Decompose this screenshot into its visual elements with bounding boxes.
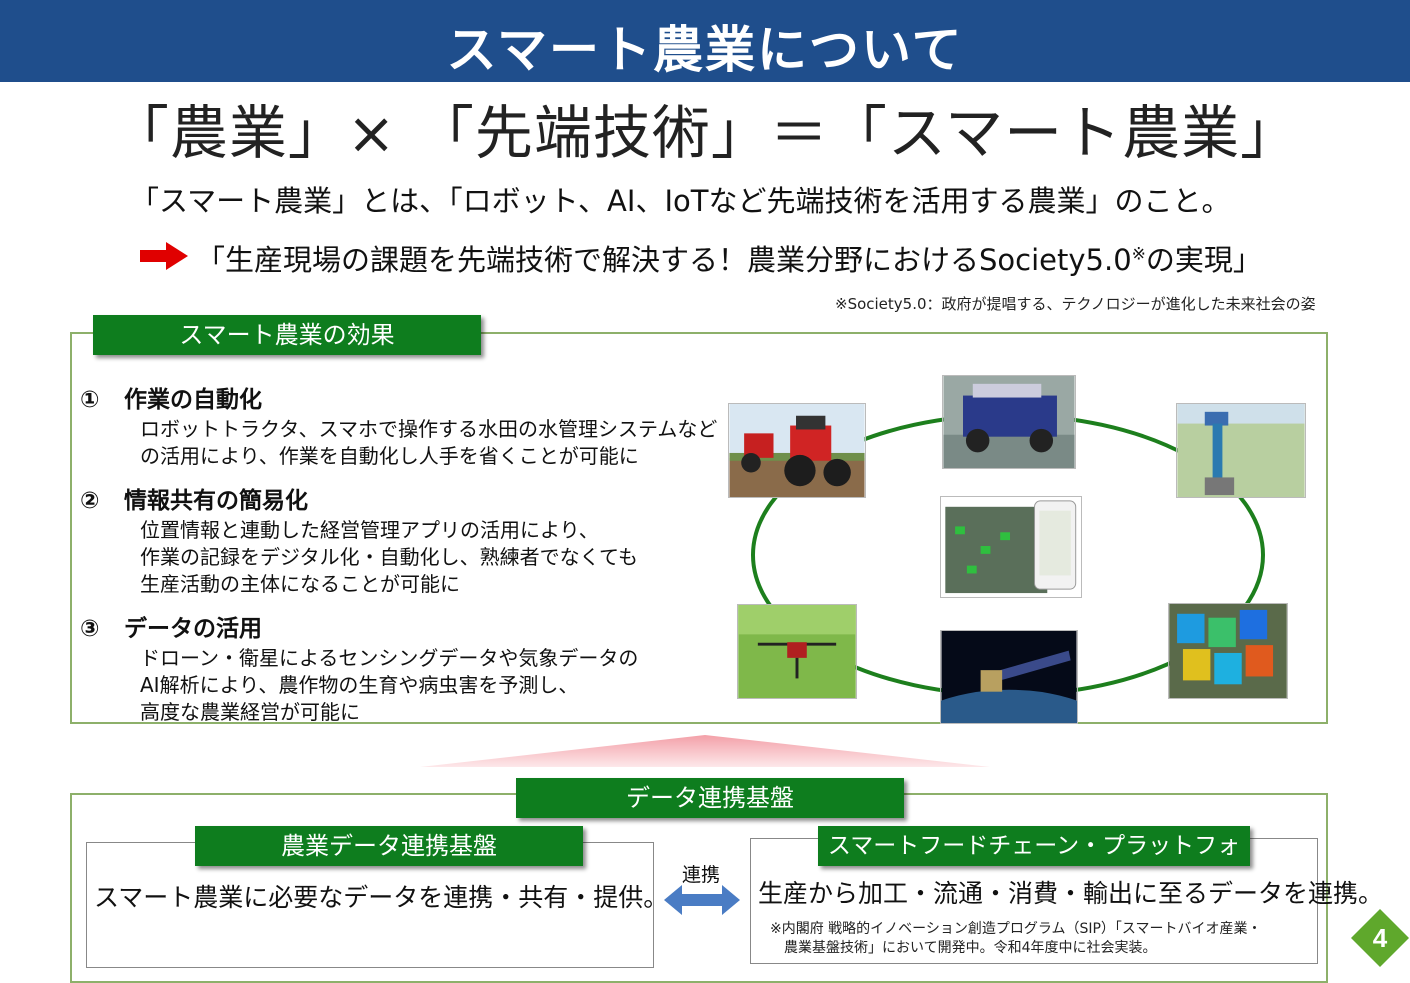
goal-statement: 「生産現場の課題を先端技術で解決する！農業分野におけるSociety5.0※の実…: [196, 237, 1262, 279]
food-chain-label: スマートフードチェーン・プラットフォーム: [818, 826, 1250, 899]
page-title: スマート農業について: [446, 21, 964, 79]
effect-line: ドローン・衛星によるセンシングデータや気象データの: [140, 646, 639, 670]
effect-item: ② 情報共有の簡易化 位置情報と連動した経営管理アプリの活用により、 作業の記録を…: [80, 481, 638, 598]
sip-footnote-line: ※内閣府 戦略的イノベーション創造プログラム（SIP）「スマートバイオ産業・: [770, 921, 1262, 937]
effect-item: ③ データの活用 ドローン・衛星によるセンシングデータや気象データの AI解析によ…: [80, 609, 638, 726]
definition-text: 「スマート農業」とは、「ロボット、AI、IoTなど先端技術を活用する農業」のこと…: [130, 184, 1231, 218]
agri-data-label: 農業データ連携基盤: [195, 826, 583, 866]
effect-line: 位置情報と連動した経営管理アプリの活用により、: [140, 518, 599, 542]
effect-line: 高度な農業経営が可能に: [140, 700, 360, 724]
page-number-badge: 4: [1351, 909, 1409, 967]
goal-text-end: の実現」: [1145, 243, 1262, 277]
effect-line: ロボットトラクタ、スマホで操作する水田の水管理システムなど: [140, 417, 718, 441]
water-sensor-photo: [1176, 403, 1306, 498]
link-label: 連携: [682, 864, 721, 886]
goal-footnote-mark: ※: [1131, 244, 1146, 265]
effect-line: の活用により、作業を自動化し人手を省くことが可能に: [140, 444, 639, 468]
header-bar: [0, 0, 1410, 82]
sensing-map-photo: [1168, 603, 1288, 699]
effect-line: AI解析により、農作物の生育や病虫害を予測し、: [140, 673, 579, 697]
effects-label: スマート農業の効果: [93, 315, 481, 355]
rice-transplanter-photo: [942, 375, 1076, 469]
equation-heading: 「農業」× 「先端技術」＝「スマート農業」: [110, 99, 1300, 167]
effects-panel: [70, 332, 1328, 724]
management-app-photo: [940, 496, 1082, 598]
food-chain-text: 生産から加工・流通・消費・輸出に至るデータを連携。: [758, 879, 1384, 908]
robot-tractor-photo: [728, 403, 866, 498]
agri-data-text: スマート農業に必要なデータを連携・共有・提供。: [94, 883, 669, 912]
effect-title: データの活用: [124, 616, 262, 642]
upward-triangle: [420, 735, 990, 767]
effect-line: 作業の記録をデジタル化・自動化し、熟練者でなくても: [140, 545, 638, 569]
effect-number: ③: [80, 616, 100, 642]
effect-item: ① 作業の自動化 ロボットトラクタ、スマホで操作する水田の水管理システムなど の活…: [80, 380, 717, 470]
effect-number: ②: [80, 488, 100, 514]
effect-title: 作業の自動化: [124, 387, 262, 413]
effect-number: ①: [80, 387, 100, 413]
double-arrow-icon: [664, 885, 740, 915]
drone-photo: [737, 604, 857, 699]
satellite-photo: [940, 630, 1078, 724]
red-arrow-icon: [140, 242, 188, 270]
sip-footnote-line: 農業基盤技術」において開発中。令和4年度中に社会実装。: [784, 940, 1157, 956]
data-platform-label: データ連携基盤: [516, 778, 904, 818]
effect-title: 情報共有の簡易化: [124, 488, 308, 514]
society-footnote: ※Society5.0：政府が提唱する、テクノロジーが進化した未来社会の姿: [835, 295, 1316, 313]
page-number: 4: [1373, 923, 1388, 953]
goal-text: 「生産現場の課題を先端技術で解決する！農業分野におけるSociety5.0: [196, 243, 1132, 277]
sip-footnote: ※内閣府 戦略的イノベーション創造プログラム（SIP）「スマートバイオ産業・ 農…: [770, 920, 1262, 958]
effect-line: 生産活動の主体になることが可能に: [140, 572, 460, 596]
